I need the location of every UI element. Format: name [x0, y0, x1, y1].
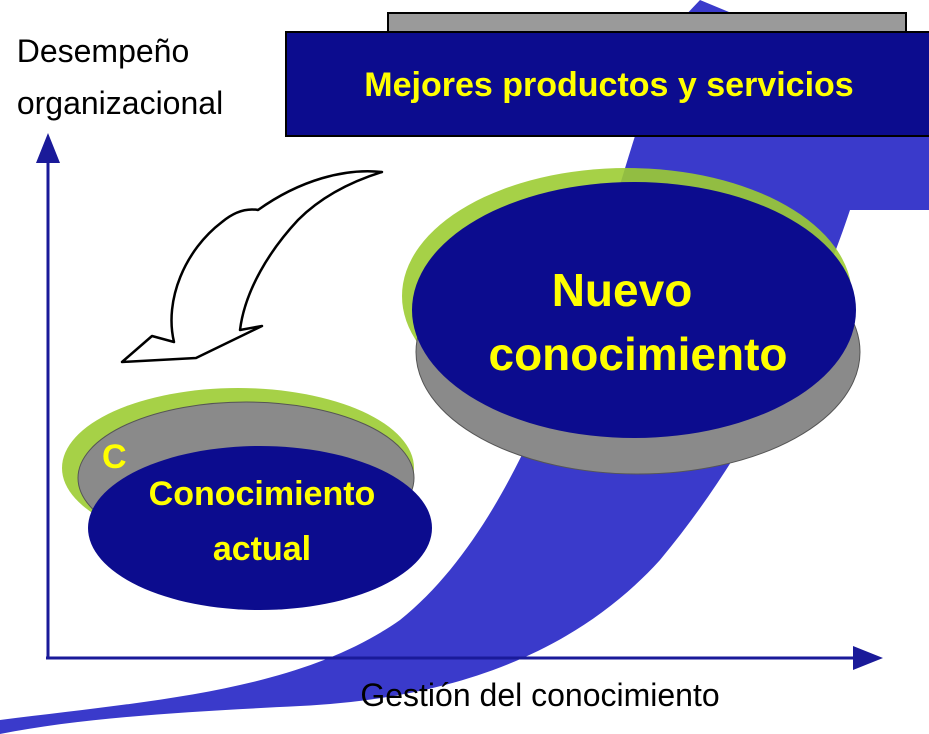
current-knowledge-disc: C Conocimiento actual: [62, 388, 432, 610]
current-knowledge-line1: Conocimiento: [149, 475, 376, 513]
current-knowledge-ghost-letter: C: [102, 438, 127, 476]
new-knowledge-line2: conocimiento: [488, 328, 787, 380]
banner-box: [285, 31, 929, 137]
x-axis-label: Gestión del conocimiento: [360, 677, 719, 713]
curved-arrow-icon: [120, 170, 384, 364]
new-knowledge-line1: Nuevo: [552, 264, 693, 316]
new-knowledge-disc: Nuevo conocimiento: [402, 168, 861, 475]
y-axis-label-line1: Desempeño: [17, 33, 190, 69]
banner-text: Mejores productos y servicios: [364, 66, 853, 104]
y-axis-label-line2: organizacional: [17, 85, 223, 121]
current-knowledge-line2: actual: [213, 530, 311, 568]
